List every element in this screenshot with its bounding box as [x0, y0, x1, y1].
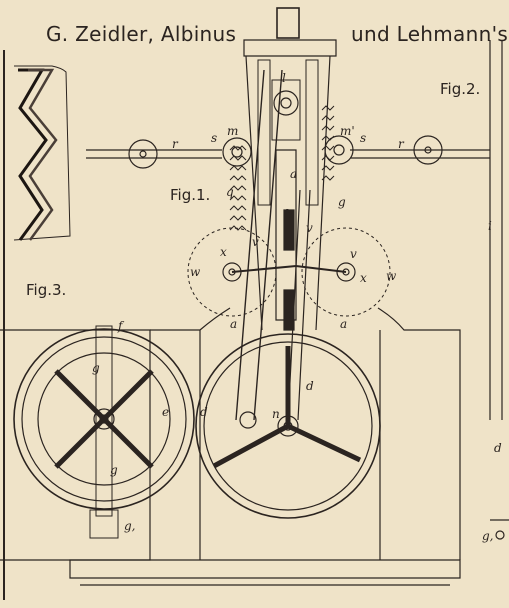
letter-s: s — [211, 131, 217, 145]
letter-x: x — [360, 271, 367, 285]
letter-g: g — [92, 361, 100, 375]
letter-m-prime: m' — [340, 124, 355, 138]
letter-e: e — [162, 405, 169, 419]
letter-g1: g, — [124, 519, 136, 533]
letter-w: w — [190, 265, 201, 279]
cross-shaft — [86, 135, 490, 169]
right-dashed-wheel — [301, 227, 391, 317]
letter-i: i — [488, 219, 492, 233]
letter-g1: g, — [482, 529, 494, 543]
drawing-linework — [0, 7, 509, 600]
part-letters: r r s s m m' l q g a h h v v v x x w w a… — [92, 71, 502, 543]
letter-d: d — [200, 405, 208, 419]
letter-h: h — [285, 207, 293, 221]
fig1-label: Fig.1. — [170, 186, 211, 204]
letter-v: v — [350, 247, 357, 261]
fig3-label: Fig.3. — [26, 281, 67, 299]
letter-f: f — [117, 319, 125, 333]
letter-g: g — [338, 195, 346, 209]
letter-r: r — [398, 137, 405, 151]
connecting-rod — [235, 69, 311, 421]
letter-v: v — [252, 235, 259, 249]
letter-a: a — [230, 317, 237, 331]
left-dashed-wheel — [187, 227, 277, 317]
letter-q: q — [226, 185, 234, 199]
letter-s: s — [360, 131, 366, 145]
right-rack-teeth — [321, 105, 335, 181]
letter-a: a — [290, 167, 297, 181]
letter-h: h — [285, 307, 293, 321]
right-flywheel — [195, 333, 381, 519]
letter-l: l — [282, 71, 286, 85]
title-left: G. Zeidler, Albinus — [46, 22, 237, 46]
central-column — [243, 7, 337, 331]
letter-v: v — [306, 221, 313, 235]
letter-n: n — [272, 407, 280, 421]
letter-a: a — [340, 317, 347, 331]
fig2-label: Fig.2. — [440, 80, 481, 98]
left-rack-teeth — [229, 145, 247, 231]
fig3-zigzag — [3, 50, 71, 600]
letter-g: g — [110, 463, 118, 477]
fig2-side-view — [489, 40, 509, 540]
machine-frame — [0, 307, 461, 586]
letter-d: d — [306, 379, 314, 393]
letter-w: w — [386, 269, 397, 283]
letter-m: m — [227, 124, 238, 138]
letter-x: x — [220, 245, 227, 259]
left-flywheel — [13, 325, 195, 539]
letter-d: d — [494, 441, 502, 455]
letter-r: r — [172, 137, 179, 151]
title-right: und Lehmann's — [351, 22, 509, 46]
